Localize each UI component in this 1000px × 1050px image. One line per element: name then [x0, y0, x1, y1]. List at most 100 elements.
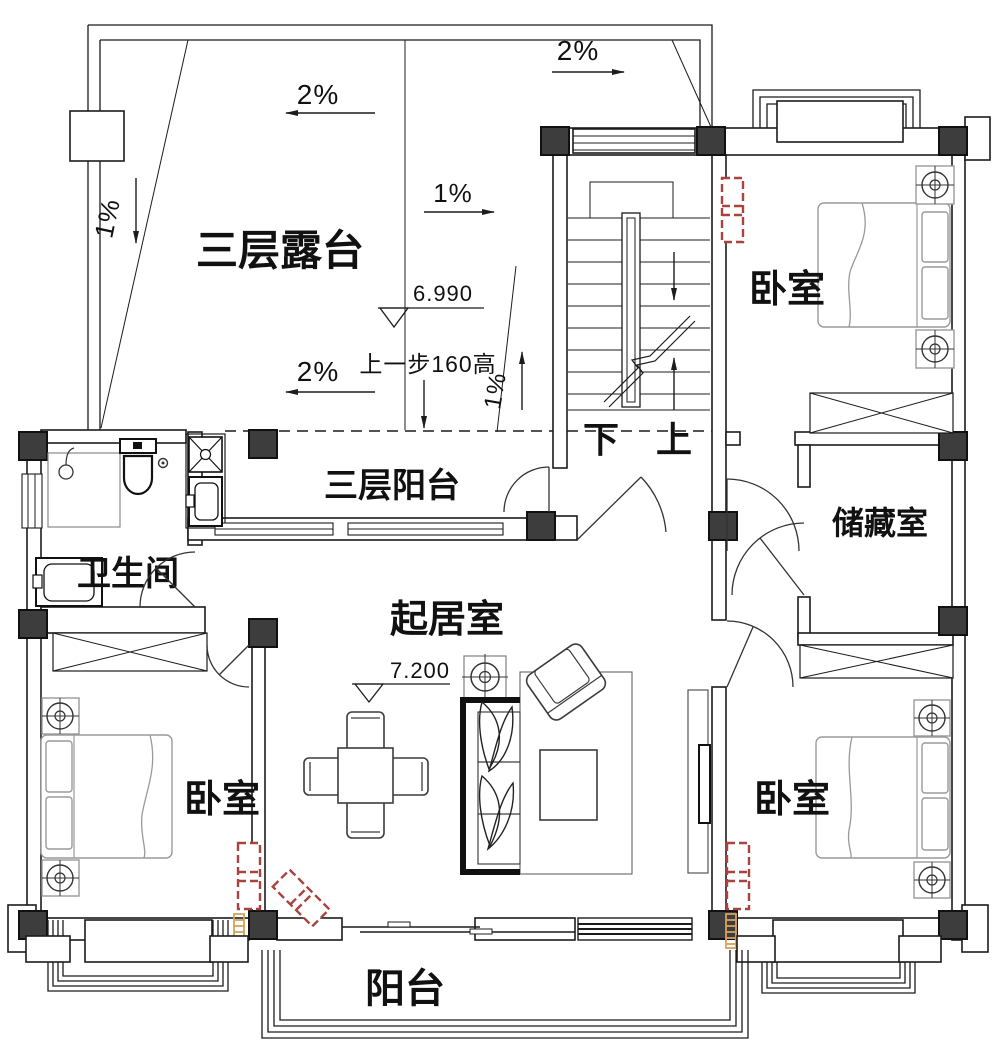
terrace-parapet-outer [88, 24, 713, 127]
wall-bedroom-br-left-a [711, 539, 727, 621]
flue-icon [720, 176, 745, 244]
bedroom-label: 卧室 [749, 268, 825, 311]
door-living-main [576, 476, 667, 541]
nightstand-lamp-icon [913, 699, 951, 737]
nightstand-lamp-icon [913, 861, 951, 899]
sink-icon [32, 557, 103, 607]
storage-label: 储藏室 [832, 505, 928, 541]
slope-annotations: 2% 1% 1% 2% 2% 1% [88, 35, 625, 411]
step-note: 上一步160高 [359, 351, 496, 429]
wall-bedroom-tr-bottom-b [794, 431, 954, 446]
hall-window-b [347, 522, 504, 536]
living-room: 起居室 7.200 [303, 598, 711, 875]
step-note-text: 上一步160高 [359, 351, 496, 377]
bed-icon [817, 202, 951, 328]
tv-cabinet-icon [687, 689, 711, 874]
column [938, 606, 968, 636]
armchair-icon [525, 643, 607, 721]
door-corridor [503, 466, 550, 513]
wall-bedroom-br-left-b [711, 686, 727, 913]
downspout-icon [725, 913, 737, 949]
bedroom-label: 卧室 [184, 778, 260, 821]
balcony: 阳台 [261, 950, 749, 1039]
stair-down-label: 下 [583, 419, 619, 460]
terrace-parapet-inner [100, 39, 701, 127]
door-storage [731, 522, 805, 596]
terrace-area: 三层露台 2% 1% 1% 2% 2% 1% 6.990 上一步160高 [69, 24, 713, 433]
column [708, 511, 738, 541]
wall-stair-left [552, 154, 568, 469]
bedroom-bottom-left: 卧室 [40, 632, 260, 897]
bay-window-top [752, 89, 921, 143]
living-room-label: 起居室 [390, 598, 504, 641]
terrace-slope-diagonal-left [100, 39, 189, 429]
wall-bathroom-bottom [40, 606, 206, 634]
flue-icon [236, 841, 262, 911]
column [248, 910, 278, 940]
slope-label: 2% [297, 79, 339, 110]
nightstand-lamp-icon [41, 697, 80, 735]
stair-window [572, 128, 696, 154]
stair-up-label: 上 [656, 419, 692, 460]
column [18, 609, 48, 639]
flue-icon [725, 841, 751, 911]
upper-balcony-label: 三层阳台 [324, 467, 460, 505]
column [696, 126, 726, 156]
slope-label: 2% [557, 35, 599, 66]
level-value: 7.200 [390, 658, 450, 683]
column [540, 126, 570, 156]
wardrobe-icon [52, 632, 208, 672]
column [938, 910, 968, 940]
nightstand-lamp-icon [915, 329, 955, 369]
bed-icon [40, 734, 173, 859]
washbasin-icon [185, 476, 223, 527]
slope-label: 1% [433, 178, 473, 208]
wall-bedroom-tr-bottom-a [725, 431, 741, 446]
storage-room: 储藏室 [832, 505, 928, 541]
bedroom-label: 卧室 [754, 778, 830, 821]
wall-bathroom-top [40, 429, 187, 444]
bedroom-top-right: 卧室 [749, 89, 955, 434]
stairwell: 下 上 [568, 181, 710, 460]
wall-storage-bottom [797, 632, 954, 646]
toilet-icon [119, 438, 169, 496]
slope-label: 1% [479, 370, 512, 411]
bed-icon [815, 736, 951, 859]
level-marker-living: 7.200 [352, 658, 450, 704]
windows [21, 128, 696, 941]
column [18, 431, 48, 461]
hall-window-a [214, 522, 334, 536]
balcony-label: 阳台 [365, 967, 445, 1011]
bathroom-label: 卫生间 [77, 555, 179, 593]
columns [18, 126, 968, 940]
coffee-table-icon [539, 749, 598, 821]
terrace-label: 三层露台 [196, 227, 364, 274]
door-bedroom-br [726, 620, 794, 688]
nightstand-lamp-icon [915, 165, 955, 205]
door-bedroom-bl [206, 644, 250, 688]
nightstand-lamp-icon [41, 859, 80, 897]
column [526, 511, 556, 541]
parapet-pier [69, 110, 125, 162]
living-south-window [577, 917, 693, 941]
wardrobe-icon [809, 392, 954, 434]
bathroom-window [21, 473, 43, 529]
stair-break-line [603, 315, 696, 408]
wall-right [951, 127, 966, 941]
level-triangle-icon [353, 683, 385, 704]
bay-window-bottom-left [25, 919, 249, 992]
wall-storage-left-a [797, 444, 811, 488]
stair-handrail-inner [626, 217, 636, 403]
door-bathroom [139, 551, 196, 608]
slope-diagonal-near-stair [496, 265, 517, 433]
pillar-symbol-icon [462, 654, 508, 700]
dining-set-icon [303, 711, 429, 839]
door-hall-right [726, 478, 800, 552]
shaft-drain-icon [188, 436, 223, 473]
flue-markers [236, 176, 751, 928]
wardrobe-icon [799, 644, 954, 679]
balcony-sliding-door [342, 921, 575, 935]
shower-area [47, 452, 121, 528]
